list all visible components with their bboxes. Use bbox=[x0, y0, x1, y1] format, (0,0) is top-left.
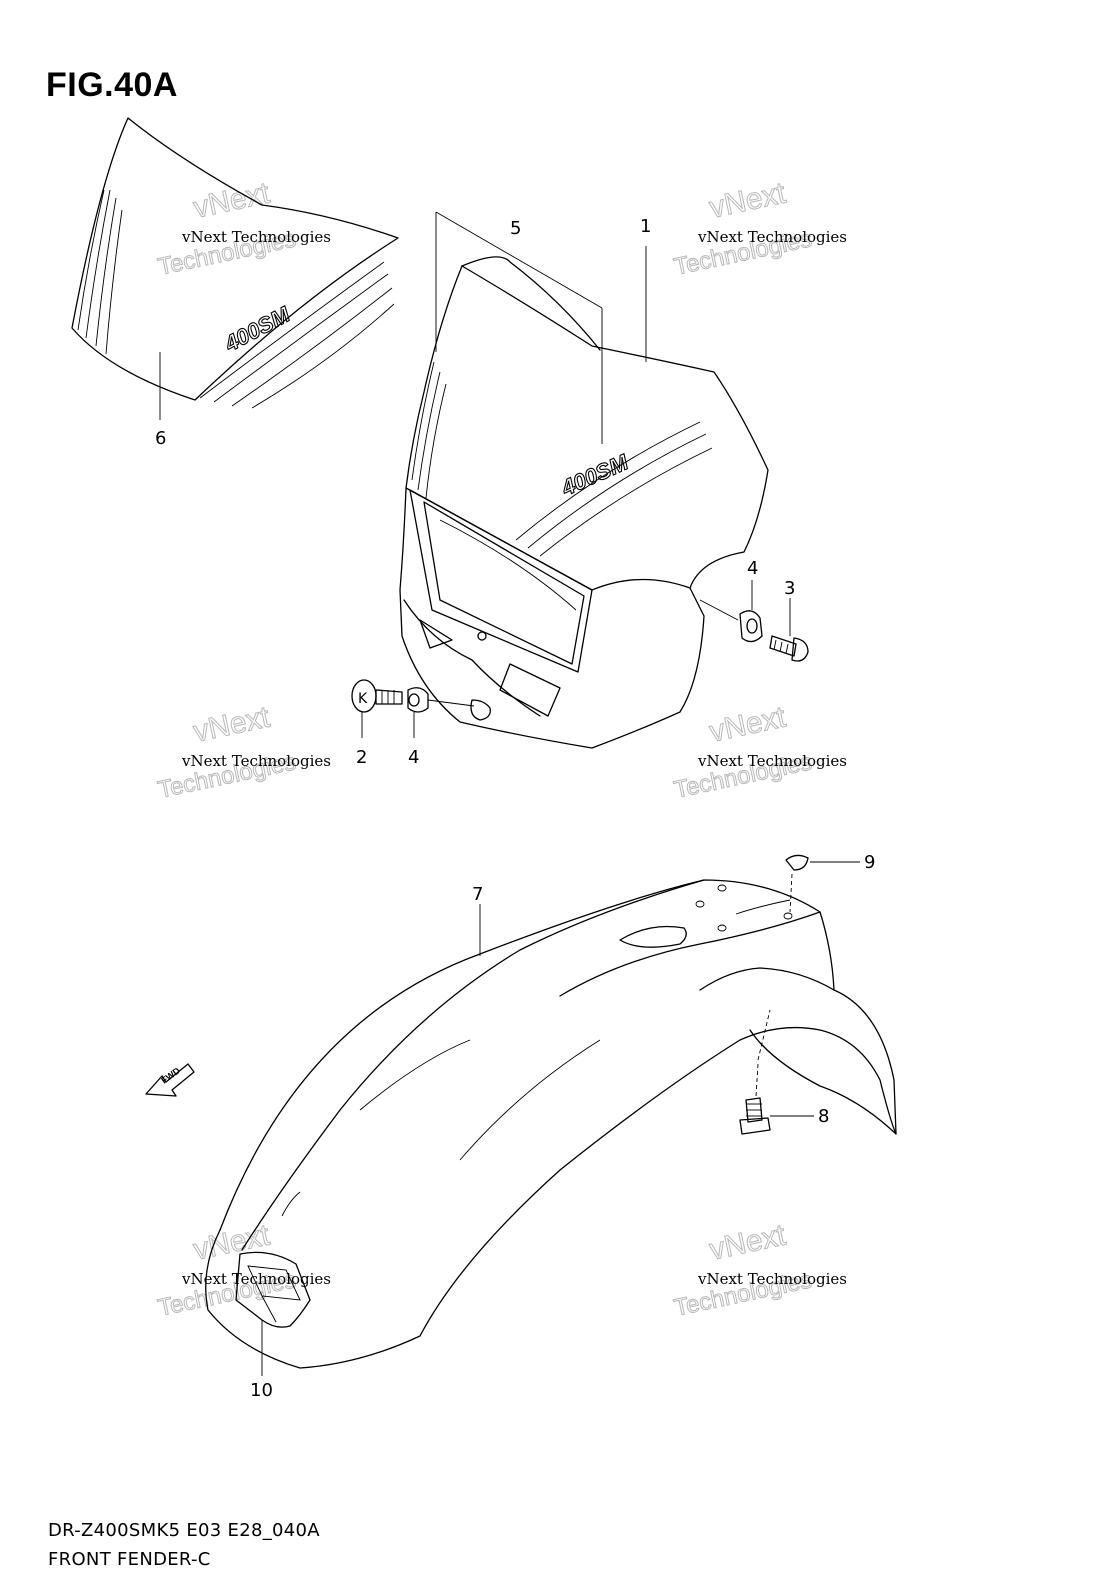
model-code: DR-Z400SMK5 E03 E28_040A bbox=[48, 1520, 320, 1541]
svg-text:vNext Technologies: vNext Technologies bbox=[181, 1270, 331, 1288]
watermark-top-right: vNext Technologies vNext Technologies bbox=[671, 176, 847, 281]
svg-text:vNext Technologies: vNext Technologies bbox=[697, 752, 847, 770]
callout-4-left: 4 bbox=[408, 747, 419, 768]
svg-text:vNext Technologies: vNext Technologies bbox=[181, 228, 331, 246]
part-6-number-plate-decal: 400SM bbox=[71, 117, 399, 420]
part-4-grommet-left bbox=[407, 687, 475, 738]
part-1-headlight-cover: 400SM bbox=[399, 246, 769, 749]
callout-3: 3 bbox=[784, 578, 795, 599]
callout-8: 8 bbox=[818, 1106, 829, 1127]
watermark-mid-right: vNext Technologies vNext Technologies bbox=[671, 700, 847, 804]
callout-9: 9 bbox=[864, 852, 875, 873]
svg-text:K: K bbox=[358, 691, 368, 707]
model-decal-1: 400SM bbox=[557, 449, 632, 501]
part-3-screw bbox=[769, 598, 809, 662]
callout-10: 10 bbox=[250, 1380, 273, 1401]
callout-1: 1 bbox=[640, 216, 651, 237]
svg-text:vNext Technologies: vNext Technologies bbox=[697, 228, 847, 246]
model-decal-6: 400SM bbox=[220, 301, 295, 357]
callout-7: 7 bbox=[472, 884, 483, 905]
part-5-headlight-decal bbox=[435, 211, 603, 444]
svg-text:vNext Technologies: vNext Technologies bbox=[697, 1270, 847, 1288]
svg-text:vNext: vNext bbox=[191, 1218, 274, 1266]
callout-5: 5 bbox=[510, 218, 521, 239]
watermark-bottom-right: vNext Technologies vNext Technologies bbox=[671, 1218, 847, 1322]
part-10-fender-emblem bbox=[235, 1251, 311, 1376]
part-7-front-fender bbox=[205, 879, 897, 1369]
svg-text:vNext: vNext bbox=[191, 176, 274, 224]
watermark-top-left: vNext Technologies vNext Technologies bbox=[155, 176, 331, 281]
svg-text:vNext: vNext bbox=[707, 176, 790, 224]
callout-4-right: 4 bbox=[747, 558, 758, 579]
forward-direction-arrow: FWD bbox=[145, 1063, 195, 1097]
figure-title: FIG.40A bbox=[46, 66, 178, 104]
section-name: FRONT FENDER-C bbox=[48, 1549, 211, 1570]
callout-2: 2 bbox=[356, 747, 367, 768]
svg-text:FWD: FWD bbox=[159, 1065, 182, 1085]
svg-text:vNext: vNext bbox=[707, 1218, 790, 1266]
svg-text:vNext: vNext bbox=[191, 700, 274, 748]
part-9-washer bbox=[785, 854, 860, 913]
watermark-mid-left: vNext Technologies vNext Technologies bbox=[155, 700, 331, 804]
part-4-grommet-right bbox=[699, 580, 763, 643]
callout-6: 6 bbox=[155, 428, 166, 449]
svg-text:vNext Technologies: vNext Technologies bbox=[181, 752, 331, 770]
part-2-bolt: K bbox=[351, 679, 403, 738]
svg-text:vNext: vNext bbox=[707, 700, 790, 748]
part-8-bolt bbox=[739, 1009, 814, 1135]
